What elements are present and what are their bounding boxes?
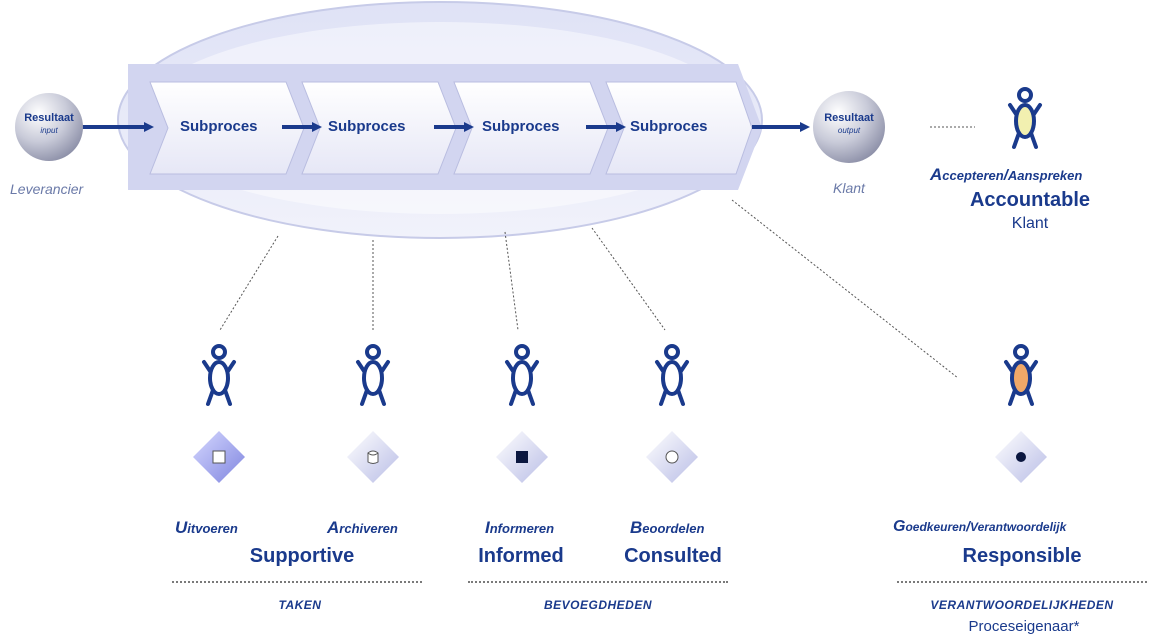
subprocess-label-1: Subproces	[180, 118, 258, 135]
figure-arms	[356, 360, 390, 373]
connector-lines	[219, 126, 975, 379]
connector-informeren	[504, 231, 519, 331]
diamond-icon-rchiveren	[347, 431, 399, 483]
responsible-role-text1: oedkeuren	[905, 520, 967, 534]
figure-head	[514, 344, 530, 360]
output-node-caption: Klant	[833, 180, 865, 196]
diamond-symbol	[1016, 452, 1026, 462]
diamond-symbol	[212, 450, 226, 464]
person-icon-responsible	[1004, 344, 1038, 406]
connector-uitvoeren	[219, 235, 279, 331]
group-verantwoordelijkheden: VERANTWOORDELIJKHEDEN	[930, 598, 1114, 612]
responsible-role-slash: /	[966, 518, 971, 534]
figure-body	[208, 360, 230, 396]
accountable-role-initial: A	[930, 165, 943, 184]
figure-legs	[206, 388, 232, 406]
role-beoordelen-initial: B	[630, 518, 643, 537]
figure-body	[661, 360, 683, 396]
role-uitvoeren-initial: U	[175, 518, 188, 537]
responsible-role: Goedkeuren/Verantwoordelijk	[893, 518, 1066, 536]
group-taken: TAKEN	[278, 598, 322, 612]
connector-beoordelen	[591, 227, 666, 331]
figure-head	[1013, 344, 1029, 360]
person-icon-nformeren	[505, 344, 539, 406]
accountable-role-text1: ccepteren	[942, 168, 1004, 183]
figure-head	[365, 344, 381, 360]
figure-arms	[1008, 103, 1042, 116]
figure-head	[664, 344, 680, 360]
person-icon-rchiveren	[356, 344, 390, 406]
accountable-role-text2: Aanspreken	[1007, 168, 1083, 183]
group-informed: Informed	[478, 545, 564, 567]
diamond-icon-eoordelen	[646, 431, 698, 483]
figure-body	[362, 360, 384, 396]
diamond-symbol	[665, 450, 679, 464]
figure-body	[511, 360, 533, 396]
figure-legs	[1012, 131, 1038, 149]
figure-legs	[360, 388, 386, 406]
figure-arms	[505, 360, 539, 373]
responsible-role-initial: G	[893, 518, 906, 535]
role-archiveren-text: rchiveren	[339, 521, 398, 536]
figure-body	[1014, 103, 1036, 139]
diamond-icon-responsible	[995, 431, 1047, 483]
accountable-role-slash: /	[1003, 167, 1008, 184]
figure-legs	[659, 388, 685, 406]
person-icon-itvoeren	[202, 344, 236, 406]
role-informeren: Informeren	[485, 518, 554, 538]
role-archiveren-initial: A	[327, 518, 340, 537]
output-node-sub: output	[837, 126, 861, 135]
subprocess-chevron-1	[149, 81, 305, 175]
figure-head	[211, 344, 227, 360]
separator-taken	[172, 581, 422, 583]
subprocess-label-2: Subproces	[328, 118, 406, 135]
role-informeren-initial: I	[485, 518, 490, 537]
input-node-caption: Leverancier	[10, 181, 84, 197]
responsible-role-text2: Verantwoordelijk	[970, 520, 1067, 534]
input-sphere	[15, 93, 83, 161]
responsible-title: Responsible	[962, 545, 1082, 567]
separator-bevoegdheden	[468, 581, 728, 583]
role-archiveren: Archiveren	[327, 518, 398, 538]
figure-arms	[1004, 360, 1038, 373]
figure-arms	[202, 360, 236, 373]
figure-arms	[655, 360, 689, 373]
person-icon-eoordelen	[655, 344, 689, 406]
subprocess-label-4: Subproces	[630, 118, 708, 135]
figure-body	[1010, 360, 1032, 396]
role-uitvoeren: Uitvoeren	[175, 518, 238, 538]
proceseigenaar: Proceseigenaar*	[968, 618, 1080, 635]
input-node-sub: input	[40, 126, 58, 135]
diamond-symbol	[516, 451, 528, 463]
role-informeren-text: nformeren	[489, 521, 555, 536]
figure-legs	[1008, 388, 1034, 406]
figure-head	[1017, 87, 1033, 103]
role-uitvoeren-text: itvoeren	[187, 521, 238, 536]
separator-verantwoordelijkheden	[897, 581, 1147, 583]
group-supportive: Supportive	[249, 545, 355, 567]
figure-legs	[509, 388, 535, 406]
connector-responsible	[731, 199, 959, 379]
role-beoordelen: Beoordelen	[630, 518, 704, 538]
accountable-title: Accountable	[969, 189, 1091, 211]
group-bevoegdheden: BEVOEGDHEDEN	[543, 598, 653, 612]
accountable-sub: Klant	[1011, 215, 1049, 232]
subprocess-label-3: Subproces	[482, 118, 560, 135]
role-beoordelen-text: eoordelen	[642, 521, 705, 536]
output-node-title: Resultaat	[824, 112, 874, 124]
diamond-symbol	[367, 450, 379, 464]
diamond-icon-nformeren	[496, 431, 548, 483]
input-node-title: Resultaat	[24, 112, 74, 124]
output-sphere	[813, 91, 885, 163]
accountable-role: Accepteren/Aanspreken	[930, 165, 1082, 185]
person-icon-accountable	[1008, 87, 1042, 149]
diamond-icon-itvoeren	[193, 431, 245, 483]
group-consulted: Consulted	[624, 545, 722, 567]
